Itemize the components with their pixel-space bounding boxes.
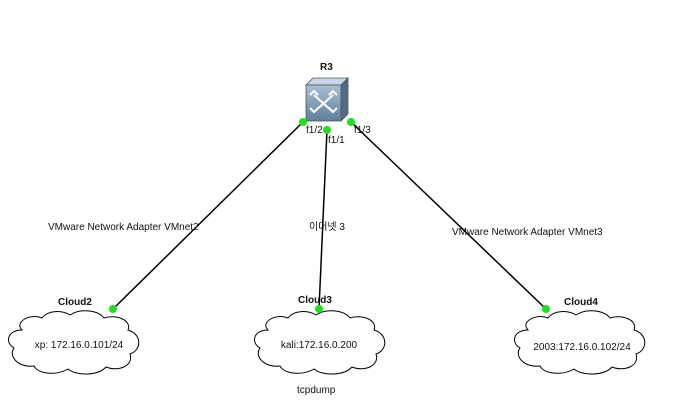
cloud4-name: Cloud4 — [564, 297, 598, 308]
link-label-right: VMware Network Adapter VMnet3 — [452, 227, 603, 238]
link-dot-cloud4 — [542, 305, 550, 313]
link-label-left: VMware Network Adapter VMnet2 — [48, 222, 199, 233]
cloud2-shape[interactable] — [7, 310, 140, 375]
cloud2-name: Cloud2 — [58, 297, 92, 308]
link-dot-middle-router — [323, 126, 331, 134]
link-dot-left-router — [299, 118, 307, 126]
router-name: R3 — [320, 62, 333, 73]
link-label-middle: 이더넷 3 — [309, 222, 345, 233]
link-middle[interactable] — [318, 129, 328, 310]
switch-router-icon — [309, 89, 338, 114]
link-right[interactable] — [350, 121, 547, 310]
port-label-left: f1/2 — [306, 125, 323, 136]
link-dot-cloud3 — [315, 305, 323, 313]
cloud4-shape[interactable] — [513, 310, 646, 375]
port-label-right: f1/3 — [354, 125, 371, 136]
cloud3-shape[interactable] — [253, 310, 386, 375]
link-dot-cloud2 — [109, 305, 117, 313]
annotation-tcpdump: tcpdump — [297, 385, 336, 396]
link-left[interactable] — [112, 121, 304, 310]
port-label-middle: f1/1 — [328, 135, 345, 146]
router-r3[interactable] — [305, 77, 349, 122]
cloud4-text: 2003:172.16.0.102/24 — [533, 342, 631, 353]
cloud3-name: Cloud3 — [298, 295, 332, 306]
cloud2-text: xp: 172.16.0.101/24 — [34, 340, 124, 351]
link-dot-right-router — [347, 118, 355, 126]
cloud3-text: kali:172.16.0.200 — [280, 340, 358, 351]
